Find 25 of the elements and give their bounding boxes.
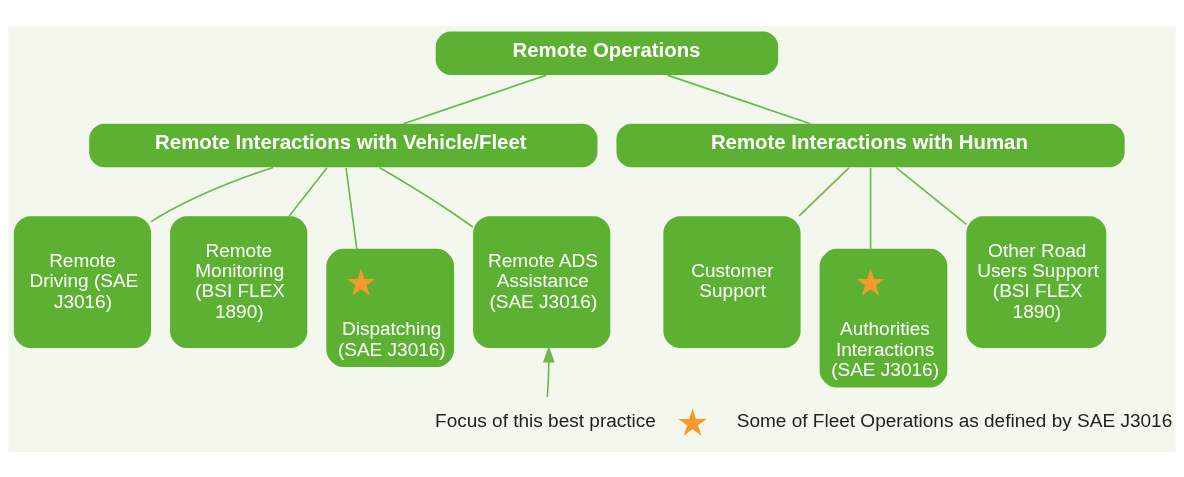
connector [895, 166, 968, 225]
cluster: Dispatching (SAE J3016) [326, 248, 455, 367]
node-box: Remote ADS Assistance (SAE J3016) [473, 215, 611, 348]
legend-label: Some of Fleet Operations as defined by SAE J3016 [736, 409, 1173, 431]
arrow [542, 345, 555, 398]
connector [345, 166, 358, 250]
connector [666, 73, 812, 125]
node-box: Other Road Users Support (BSI FLEX 1890) [966, 215, 1107, 348]
cluster: Authorities Interactions (SAE J3016) [819, 248, 948, 387]
node-star [346, 268, 376, 296]
node-star [856, 268, 885, 296]
node-box: Remote Interactions with Vehicle/Fleet [89, 123, 598, 167]
node-box: Remote Operations [435, 30, 779, 75]
connector [402, 73, 548, 125]
node-text: Focus of this best practice [435, 409, 656, 431]
connector [288, 166, 328, 217]
node-box: Customer Support [663, 215, 801, 348]
connector [869, 166, 872, 250]
node-star [678, 408, 707, 436]
node-box: Remote Interactions with Human [616, 123, 1125, 167]
connector [798, 166, 850, 217]
connector [378, 166, 474, 228]
node-box: Remote Driving (SAE J3016) [13, 215, 152, 348]
connector [150, 166, 274, 222]
node-box: Remote Monitoring (BSI FLEX 1890) [170, 215, 308, 348]
